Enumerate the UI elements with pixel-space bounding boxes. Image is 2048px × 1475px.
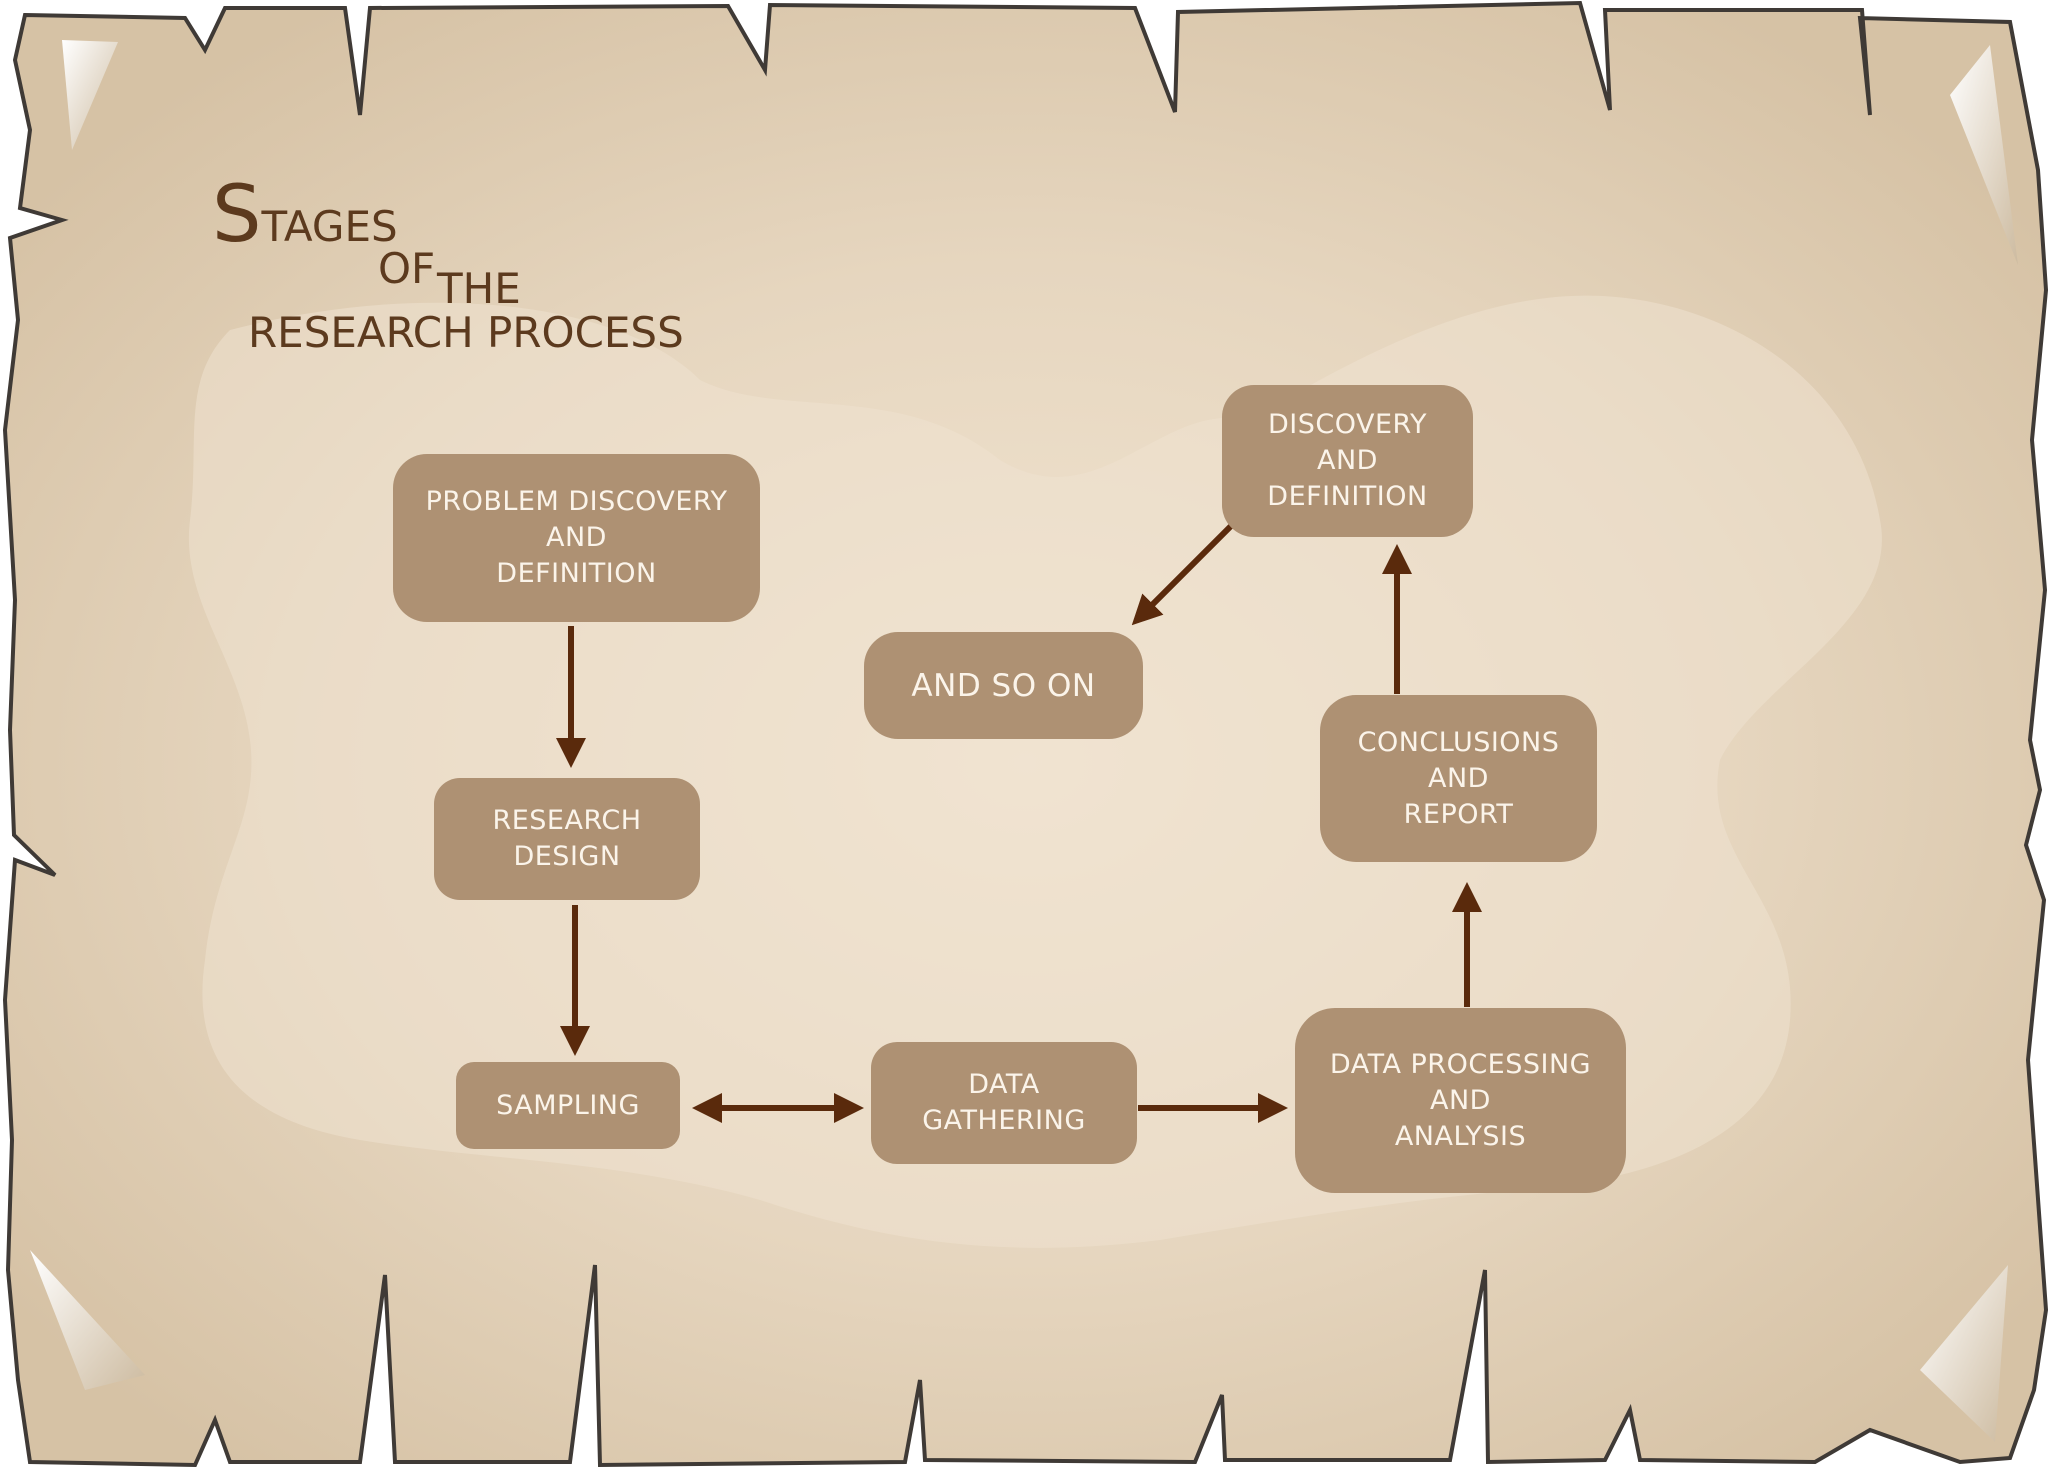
node-discovery: DISCOVERY AND DEFINITION xyxy=(1222,385,1473,537)
node-problem-discovery: PROBLEM DISCOVERY AND DEFINITION xyxy=(393,454,760,622)
title-research-process: RESEARCH PROCESS xyxy=(248,308,684,357)
title-of: OF xyxy=(378,244,436,293)
node-data-processing: DATA PROCESSING AND ANALYSIS xyxy=(1295,1008,1626,1193)
node-conclusions: CONCLUSIONS AND REPORT xyxy=(1320,695,1597,862)
title-stages-initial: S xyxy=(212,170,262,260)
node-research-design: RESEARCH DESIGN xyxy=(434,778,700,900)
title-stages-rest: TAGES xyxy=(261,202,398,251)
title-the: THE xyxy=(437,264,521,313)
node-data-gathering: DATA GATHERING xyxy=(871,1042,1137,1164)
title-stages: STAGES xyxy=(212,176,398,254)
node-and-so-on: AND SO ON xyxy=(864,632,1143,739)
node-sampling: SAMPLING xyxy=(456,1062,680,1149)
